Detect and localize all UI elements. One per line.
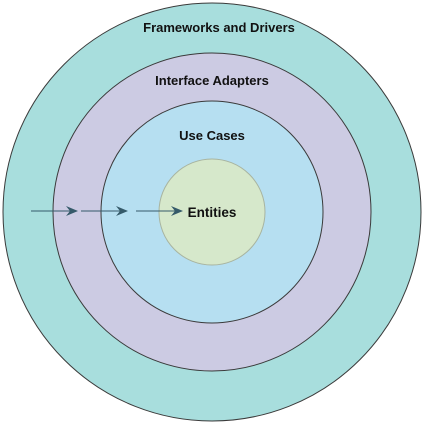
label-use-cases: Use Cases [179, 128, 245, 143]
ring-entities [158, 158, 266, 266]
label-entities: Entities [188, 205, 237, 220]
label-frameworks-and-drivers: Frameworks and Drivers [143, 20, 295, 35]
label-interface-adapters: Interface Adapters [155, 73, 269, 88]
